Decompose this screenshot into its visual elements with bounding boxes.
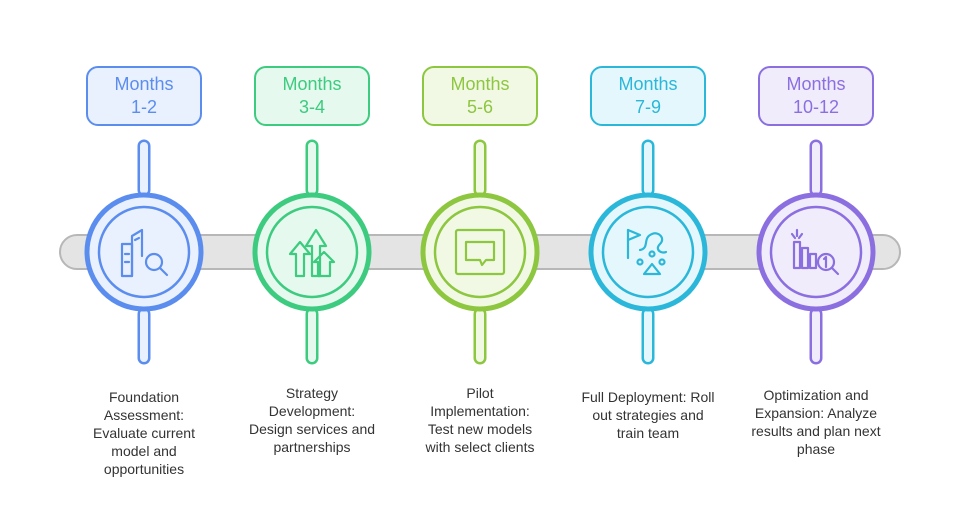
- stage-4-period-badge: Months 7-9: [590, 66, 706, 126]
- stage-3-month-word: Months: [450, 74, 510, 94]
- stage-4-node: [588, 139, 708, 365]
- stage-3-node: [420, 139, 540, 365]
- stage-5-month-word: Months: [786, 74, 846, 94]
- stage-5-description: Optimization and Expansion: Analyze resu…: [751, 387, 881, 457]
- stage-1-month-word: Months: [114, 74, 174, 94]
- stage-1: Months 1-2 Foundation Assessment: Evalua…: [59, 0, 229, 507]
- stage-1-node: [84, 139, 204, 365]
- stage-4-range: 7-9: [634, 97, 661, 117]
- building-search-icon: [120, 228, 169, 278]
- stage-3-period-badge: Months 5-6: [422, 66, 538, 126]
- chart-search-icon: [790, 228, 840, 276]
- stage-2-range: 3-4: [298, 97, 325, 117]
- stage-1-range: 1-2: [130, 97, 157, 117]
- stage-3: Months 5-6 Pilot Implementation: Test ne…: [395, 0, 565, 507]
- stage-3-range: 5-6: [466, 97, 493, 117]
- stage-3-description: Pilot Implementation: Test new models wi…: [425, 385, 535, 455]
- stage-5: Months 10-12 Optimization and Expansion:…: [731, 0, 901, 507]
- stage-4: Months 7-9 Full Deployment: Roll out str…: [563, 0, 733, 507]
- stage-2-description: Strategy Development: Design services an…: [248, 385, 376, 455]
- stage-2: Months 3-4 Strategy Development: Design …: [227, 0, 397, 507]
- growth-arrows-icon: [288, 228, 336, 278]
- stage-1-description: Foundation Assessment: Evaluate current …: [93, 389, 195, 477]
- stage-5-period-badge: Months 10-12: [758, 66, 874, 126]
- stage-5-node: [756, 139, 876, 365]
- flag-path-icon: [626, 228, 668, 276]
- stage-2-node: [252, 139, 372, 365]
- stage-4-month-word: Months: [618, 74, 678, 94]
- stage-2-period-badge: Months 3-4: [254, 66, 370, 126]
- stage-5-range: 10-12: [792, 97, 840, 117]
- stage-4-description: Full Deployment: Roll out strategies and…: [581, 389, 715, 441]
- stage-2-month-word: Months: [282, 74, 342, 94]
- stage-1-period-badge: Months 1-2: [86, 66, 202, 126]
- chat-bubble-icon: [454, 228, 506, 276]
